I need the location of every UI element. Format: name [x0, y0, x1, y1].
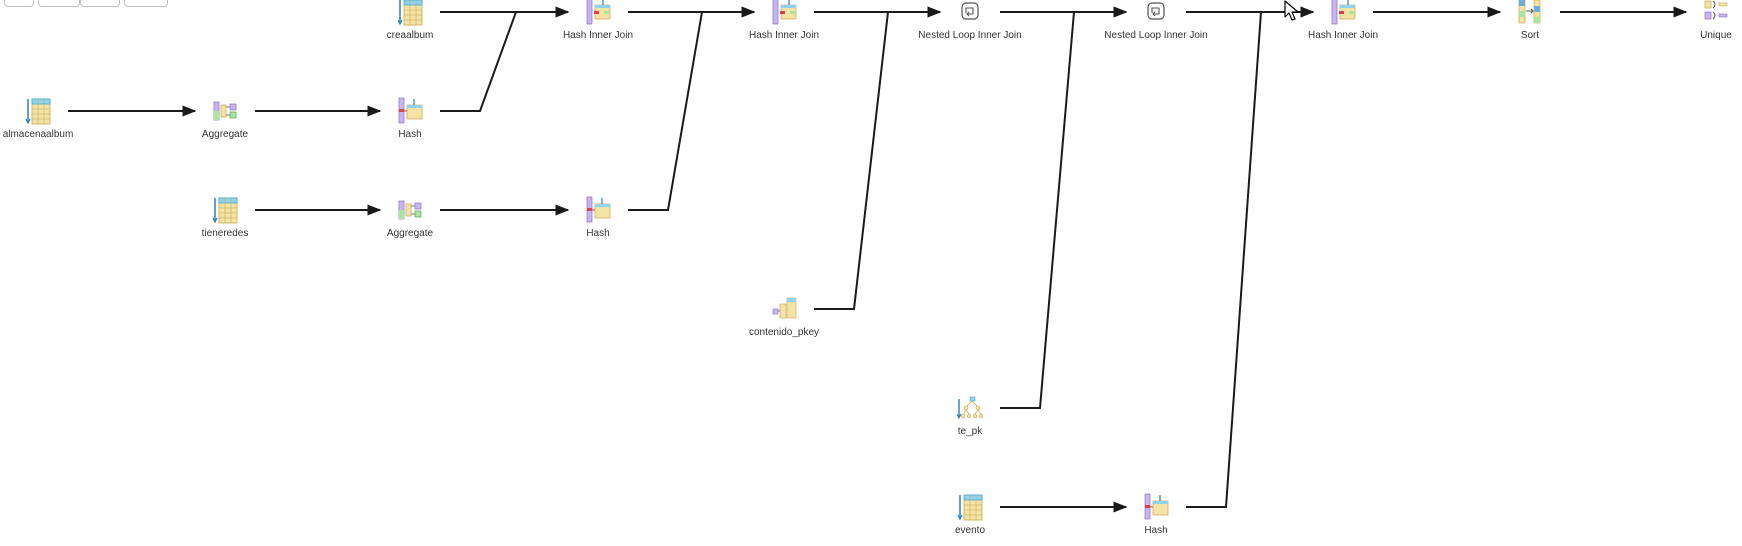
mouse-cursor-icon — [1284, 0, 1299, 21]
node-label: Unique — [1700, 30, 1732, 41]
node-label: Hash Inner Join — [1307, 30, 1379, 41]
edge-hash1-to-join1 — [440, 6, 570, 112]
node-label: contenido_pkey — [748, 327, 820, 338]
aggregate-icon — [165, 96, 285, 126]
node-label: creaalbum — [386, 30, 434, 41]
node-label: almacenaalbum — [2, 129, 74, 140]
index-scan-icon — [724, 294, 844, 324]
toolbar-button-4[interactable] — [124, 0, 168, 7]
plan-node-sort[interactable]: Sort — [1470, 0, 1590, 41]
edge-te_pk-to-nested2 — [1000, 6, 1128, 409]
unique-icon — [1656, 0, 1742, 27]
node-label: Aggregate — [201, 129, 249, 140]
plan-node-unique[interactable]: Unique — [1656, 0, 1742, 41]
plan-node-evento[interactable]: evento — [910, 492, 1030, 536]
hash-icon — [538, 195, 658, 225]
node-label: te_pk — [957, 426, 983, 437]
plan-node-almacenaalbum[interactable]: almacenaalbum — [0, 96, 98, 140]
node-label: Hash Inner Join — [748, 30, 820, 41]
hash-join-icon — [1283, 0, 1403, 27]
plan-node-hash1[interactable]: Hash — [350, 96, 470, 140]
plan-node-te_pk[interactable]: te_pk — [910, 393, 1030, 437]
plan-node-contenido_pkey[interactable]: contenido_pkey — [724, 294, 844, 338]
node-label: Sort — [1520, 30, 1540, 41]
seq-scan-icon — [165, 195, 285, 225]
plan-node-nested1[interactable]: Nested Loop Inner Join — [910, 0, 1030, 41]
hash-join-icon — [538, 0, 658, 27]
plan-node-hash2[interactable]: Hash — [538, 195, 658, 239]
node-label: Nested Loop Inner Join — [918, 30, 1022, 41]
aggregate-icon — [350, 195, 470, 225]
toolbar-button-1[interactable] — [4, 0, 34, 7]
edge-hash3-to-join3 — [1186, 6, 1315, 508]
plan-node-join1[interactable]: Hash Inner Join — [538, 0, 658, 41]
plan-node-agg1[interactable]: Aggregate — [165, 96, 285, 140]
edge-contenido_pkey-to-nested1 — [814, 6, 942, 310]
nested-loop-icon — [910, 0, 1030, 27]
node-label: Hash — [398, 129, 422, 140]
seq-scan-icon — [0, 96, 98, 126]
nested-loop-icon — [1096, 0, 1216, 27]
node-label: Hash Inner Join — [562, 30, 634, 41]
hash-icon — [1096, 492, 1216, 522]
toolbar-button-3[interactable] — [80, 0, 120, 7]
node-label: Hash — [586, 228, 610, 239]
node-label: Hash — [1144, 525, 1168, 536]
node-label: evento — [954, 525, 986, 536]
seq-scan-icon — [910, 492, 1030, 522]
plan-node-creaalbum[interactable]: creaalbum — [350, 0, 470, 41]
plan-node-hash3[interactable]: Hash — [1096, 492, 1216, 536]
plan-node-join2[interactable]: Hash Inner Join — [724, 0, 844, 41]
plan-node-agg2[interactable]: Aggregate — [350, 195, 470, 239]
plan-node-nested2[interactable]: Nested Loop Inner Join — [1096, 0, 1216, 41]
plan-node-tieneredes[interactable]: tieneredes — [165, 195, 285, 239]
seq-scan-icon — [350, 0, 470, 27]
node-label: tieneredes — [201, 228, 249, 239]
sort-icon — [1470, 0, 1590, 27]
toolbar-button-2[interactable] — [38, 0, 80, 7]
plan-node-join3[interactable]: Hash Inner Join — [1283, 0, 1403, 41]
edge-hash2-to-join2 — [628, 6, 756, 211]
index-tree-icon — [910, 393, 1030, 423]
node-label: Aggregate — [386, 228, 434, 239]
hash-icon — [350, 96, 470, 126]
node-label: Nested Loop Inner Join — [1104, 30, 1208, 41]
hash-join-icon — [724, 0, 844, 27]
